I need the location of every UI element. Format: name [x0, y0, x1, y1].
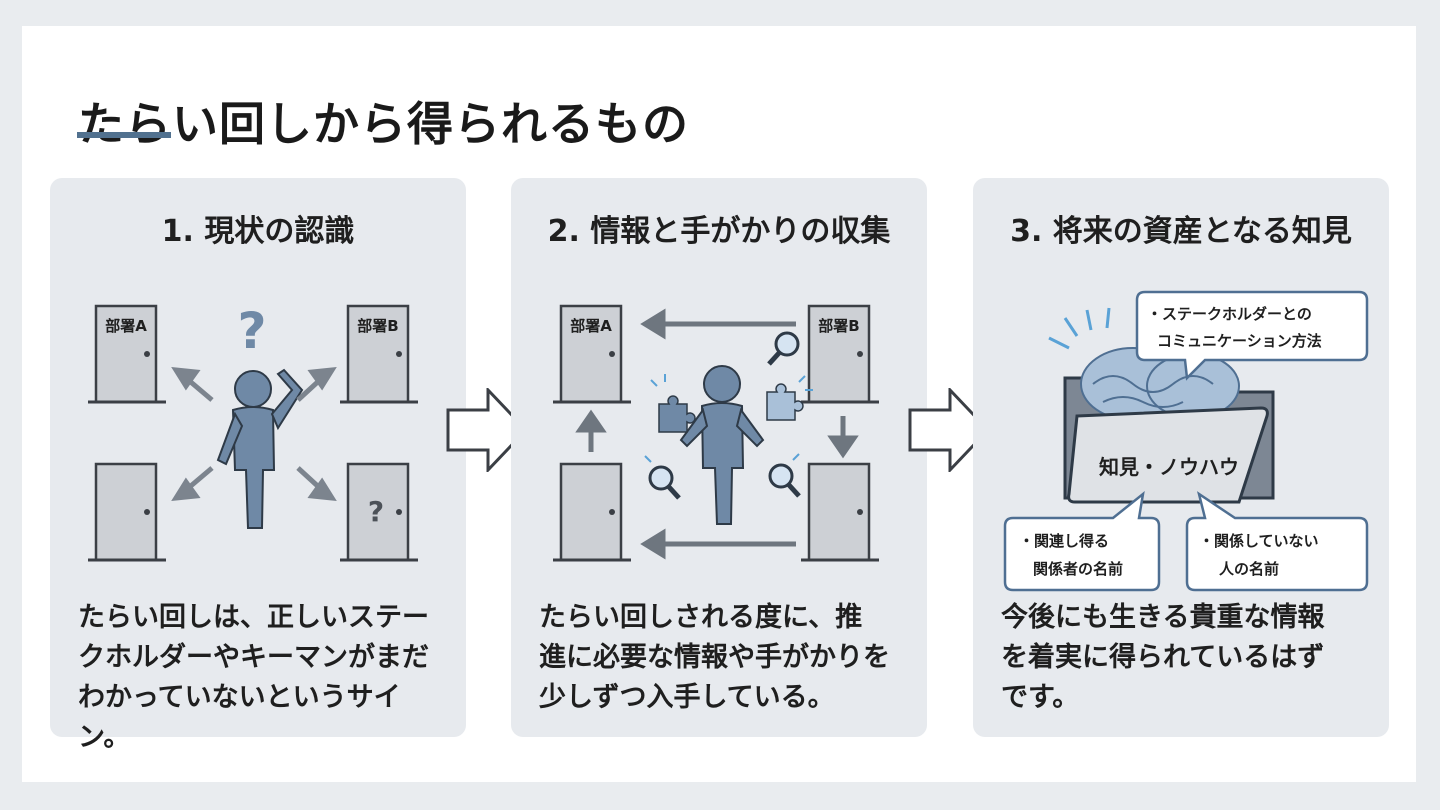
- door-unknown-left: [88, 462, 166, 562]
- door-question: ?: [340, 462, 418, 562]
- panel-description: たらい回しされる度に、推 進に必要な情報や手がかりを 少しずつ入手している。: [539, 602, 890, 713]
- panel-heading: 2. 情報と手がかりの収集: [547, 214, 891, 249]
- svg-text:人の名前: 人の名前: [1219, 560, 1279, 578]
- svg-text:・関連し得る: ・関連し得る: [1019, 532, 1109, 550]
- door-dept-a: 部署A: [88, 304, 166, 404]
- question-icon: ?: [237, 302, 266, 360]
- callout-related-names: ・関連し得る 関係者の名前: [1003, 490, 1161, 592]
- magnifier-icon: [768, 463, 801, 498]
- panel-description: たらい回しは、正しいステー クホルダーやキーマンがまだ わかっていないというサイ…: [78, 602, 429, 753]
- door-bottom-right: [801, 462, 879, 562]
- svg-text:コミュニケーション方法: コミュニケーション方法: [1157, 332, 1322, 350]
- sparkle-icon: [1048, 307, 1111, 350]
- next-step-arrow-icon: [908, 388, 991, 472]
- panel-2-illustration: 部署A 部署B: [553, 304, 879, 562]
- title-underline: [77, 132, 171, 138]
- callout-unrelated-names: ・関係していない 人の名前: [1185, 491, 1369, 592]
- svg-text:関係者の名前: 関係者の名前: [1033, 560, 1123, 578]
- slide: たらい回しから得られるもの 1. 現状の認識 部署A 部署B: [22, 26, 1416, 782]
- door-label: 部署B: [818, 317, 859, 335]
- magnifier-icon: [648, 465, 681, 500]
- next-step-arrow-icon: [446, 388, 529, 472]
- puzzle-piece-icon: [766, 383, 804, 421]
- panel-description: 今後にも生きる貴重な情報 を着実に得られているはず です。: [1001, 602, 1325, 713]
- direction-arrows: [171, 367, 337, 501]
- brain-icon: [1080, 347, 1240, 421]
- door-bottom-left: [553, 462, 631, 562]
- door-label: 部署A: [570, 317, 612, 335]
- door-dept-b: 部署B: [801, 304, 879, 404]
- door-dept-b: 部署B: [340, 304, 418, 404]
- panel-heading: 1. 現状の認識: [161, 214, 355, 249]
- door-label: 部署A: [105, 317, 147, 335]
- confused-person-icon: [216, 368, 304, 529]
- door-dept-a: 部署A: [553, 304, 631, 404]
- callout-communication: ・ステークホルダーとの コミュニケーション方法: [1135, 290, 1369, 381]
- svg-text:・ステークホルダーとの: ・ステークホルダーとの: [1147, 305, 1312, 323]
- door-label: 部署B: [357, 317, 398, 335]
- panel-current-recognition: 1. 現状の認識 部署A 部署B: [50, 178, 466, 753]
- panel-future-knowledge: 3. 将来の資産となる知見 知見・ノウハウ: [973, 178, 1389, 737]
- panel-1-illustration: 部署A 部署B ? ?: [88, 302, 418, 562]
- panel-information-gathering: 2. 情報と手がかりの収集 部署A 部署B: [511, 178, 927, 737]
- cycle-arrows: [575, 308, 859, 560]
- puzzle-piece-icon: [658, 395, 696, 433]
- page-title: たらい回しから得られるもの: [78, 97, 689, 151]
- folder-front: [1067, 406, 1269, 504]
- person-icon: [679, 365, 765, 525]
- magnifier-icon: [767, 331, 800, 366]
- panel-3-illustration: 知見・ノウハウ ・ステークホルダーとの コミュニケーション方法 ・関連し得る 関…: [1003, 290, 1369, 592]
- svg-text:・関係していない: ・関係していない: [1199, 532, 1319, 550]
- panel-heading: 3. 将来の資産となる知見: [1010, 214, 1352, 249]
- folder-label: 知見・ノウハウ: [1099, 455, 1239, 479]
- sparkle-icon: [644, 374, 813, 463]
- question-mark: ?: [368, 495, 384, 528]
